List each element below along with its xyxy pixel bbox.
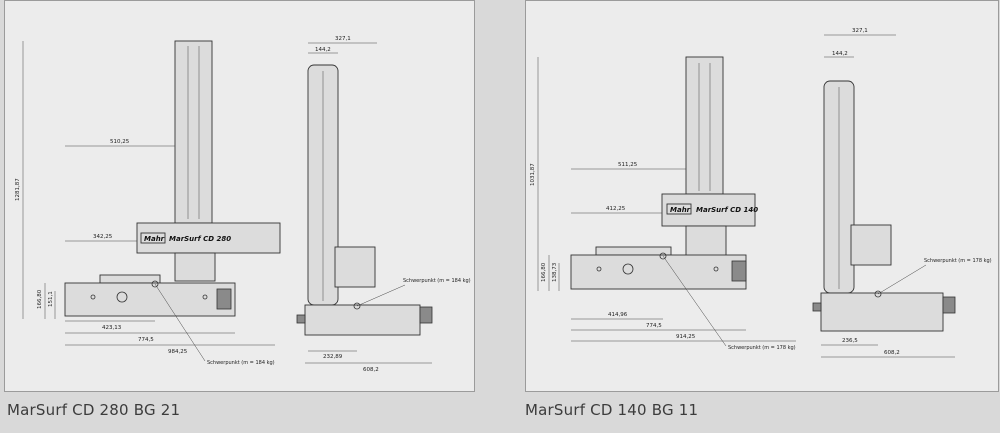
svg-text:Mahr: Mahr (144, 235, 165, 243)
svg-text:138,73: 138,73 (552, 262, 558, 282)
front-view: Mahr MarSurf CD 280 1281,87 510,25 342,2… (15, 40, 281, 366)
base (64, 282, 236, 317)
svg-text:Schwerpunkt (m = 184 kg): Schwerpunkt (m = 184 kg) (207, 360, 275, 366)
logo-plate (666, 203, 692, 215)
side-base (820, 292, 944, 332)
logo-plate (140, 232, 166, 244)
svg-text:MarSurf CD 280: MarSurf CD 280 (169, 235, 231, 243)
caption-cd140: MarSurf CD 140 BG 11 (525, 401, 699, 419)
svg-text:144,2: 144,2 (315, 47, 331, 53)
side-arm (334, 246, 376, 288)
svg-text:MarSurf CD 140: MarSurf CD 140 (696, 206, 758, 214)
side-view: 327,1 144,2 236,5 608,2 Schwerpunkt (m =… (812, 28, 992, 358)
svg-text:914,25: 914,25 (676, 334, 696, 340)
technical-drawing-cd280: Mahr MarSurf CD 280 1281,87 510,25 342,2… (15, 36, 471, 373)
svg-text:342,25: 342,25 (93, 234, 113, 240)
svg-text:151,1: 151,1 (48, 291, 54, 307)
side-view: 327,1 144,2 232,89 608,2 Schwerpunkt (m … (296, 36, 471, 373)
svg-text:232,89: 232,89 (323, 354, 343, 360)
caption-cd280: MarSurf CD 280 BG 21 (7, 401, 181, 419)
svg-text:774,5: 774,5 (138, 337, 154, 343)
svg-text:412,25: 412,25 (606, 206, 626, 212)
base (570, 254, 747, 290)
svg-text:423,13: 423,13 (102, 325, 122, 331)
svg-text:1281,87: 1281,87 (15, 178, 21, 201)
drawing-panel-cd280: Mahr MarSurf CD 280 1281,87 510,25 342,2… (4, 0, 475, 392)
svg-text:327,1: 327,1 (335, 36, 351, 42)
svg-text:608,2: 608,2 (884, 350, 900, 356)
front-view: Mahr MarSurf CD 140 1031,87 511,25 412,2… (530, 56, 796, 351)
svg-text:Mahr: Mahr (670, 206, 691, 214)
svg-text:510,25: 510,25 (110, 139, 130, 145)
side-base (304, 304, 421, 336)
column (174, 40, 213, 224)
svg-text:Schwerpunkt (m = 184 kg): Schwerpunkt (m = 184 kg) (403, 278, 471, 284)
svg-text:414,96: 414,96 (608, 312, 628, 318)
svg-text:511,25: 511,25 (618, 162, 638, 168)
svg-text:144,2: 144,2 (832, 51, 848, 57)
svg-text:166,80: 166,80 (541, 262, 547, 282)
technical-drawing-cd140: Mahr MarSurf CD 140 1031,87 511,25 412,2… (530, 28, 992, 358)
svg-text:Schwerpunkt (m = 178 kg): Schwerpunkt (m = 178 kg) (924, 258, 992, 264)
svg-text:984,25: 984,25 (168, 349, 188, 355)
svg-text:1031,87: 1031,87 (530, 163, 536, 186)
svg-text:774,5: 774,5 (646, 323, 662, 329)
column (685, 56, 724, 195)
svg-text:166,80: 166,80 (37, 289, 43, 309)
drawing-panel-cd140: Mahr MarSurf CD 140 1031,87 511,25 412,2… (525, 0, 999, 392)
svg-text:Schwerpunkt (m = 178 kg): Schwerpunkt (m = 178 kg) (728, 345, 796, 351)
svg-text:608,2: 608,2 (363, 367, 379, 373)
svg-text:327,1: 327,1 (852, 28, 868, 34)
svg-text:236,5: 236,5 (842, 338, 858, 344)
side-arm (850, 224, 892, 266)
